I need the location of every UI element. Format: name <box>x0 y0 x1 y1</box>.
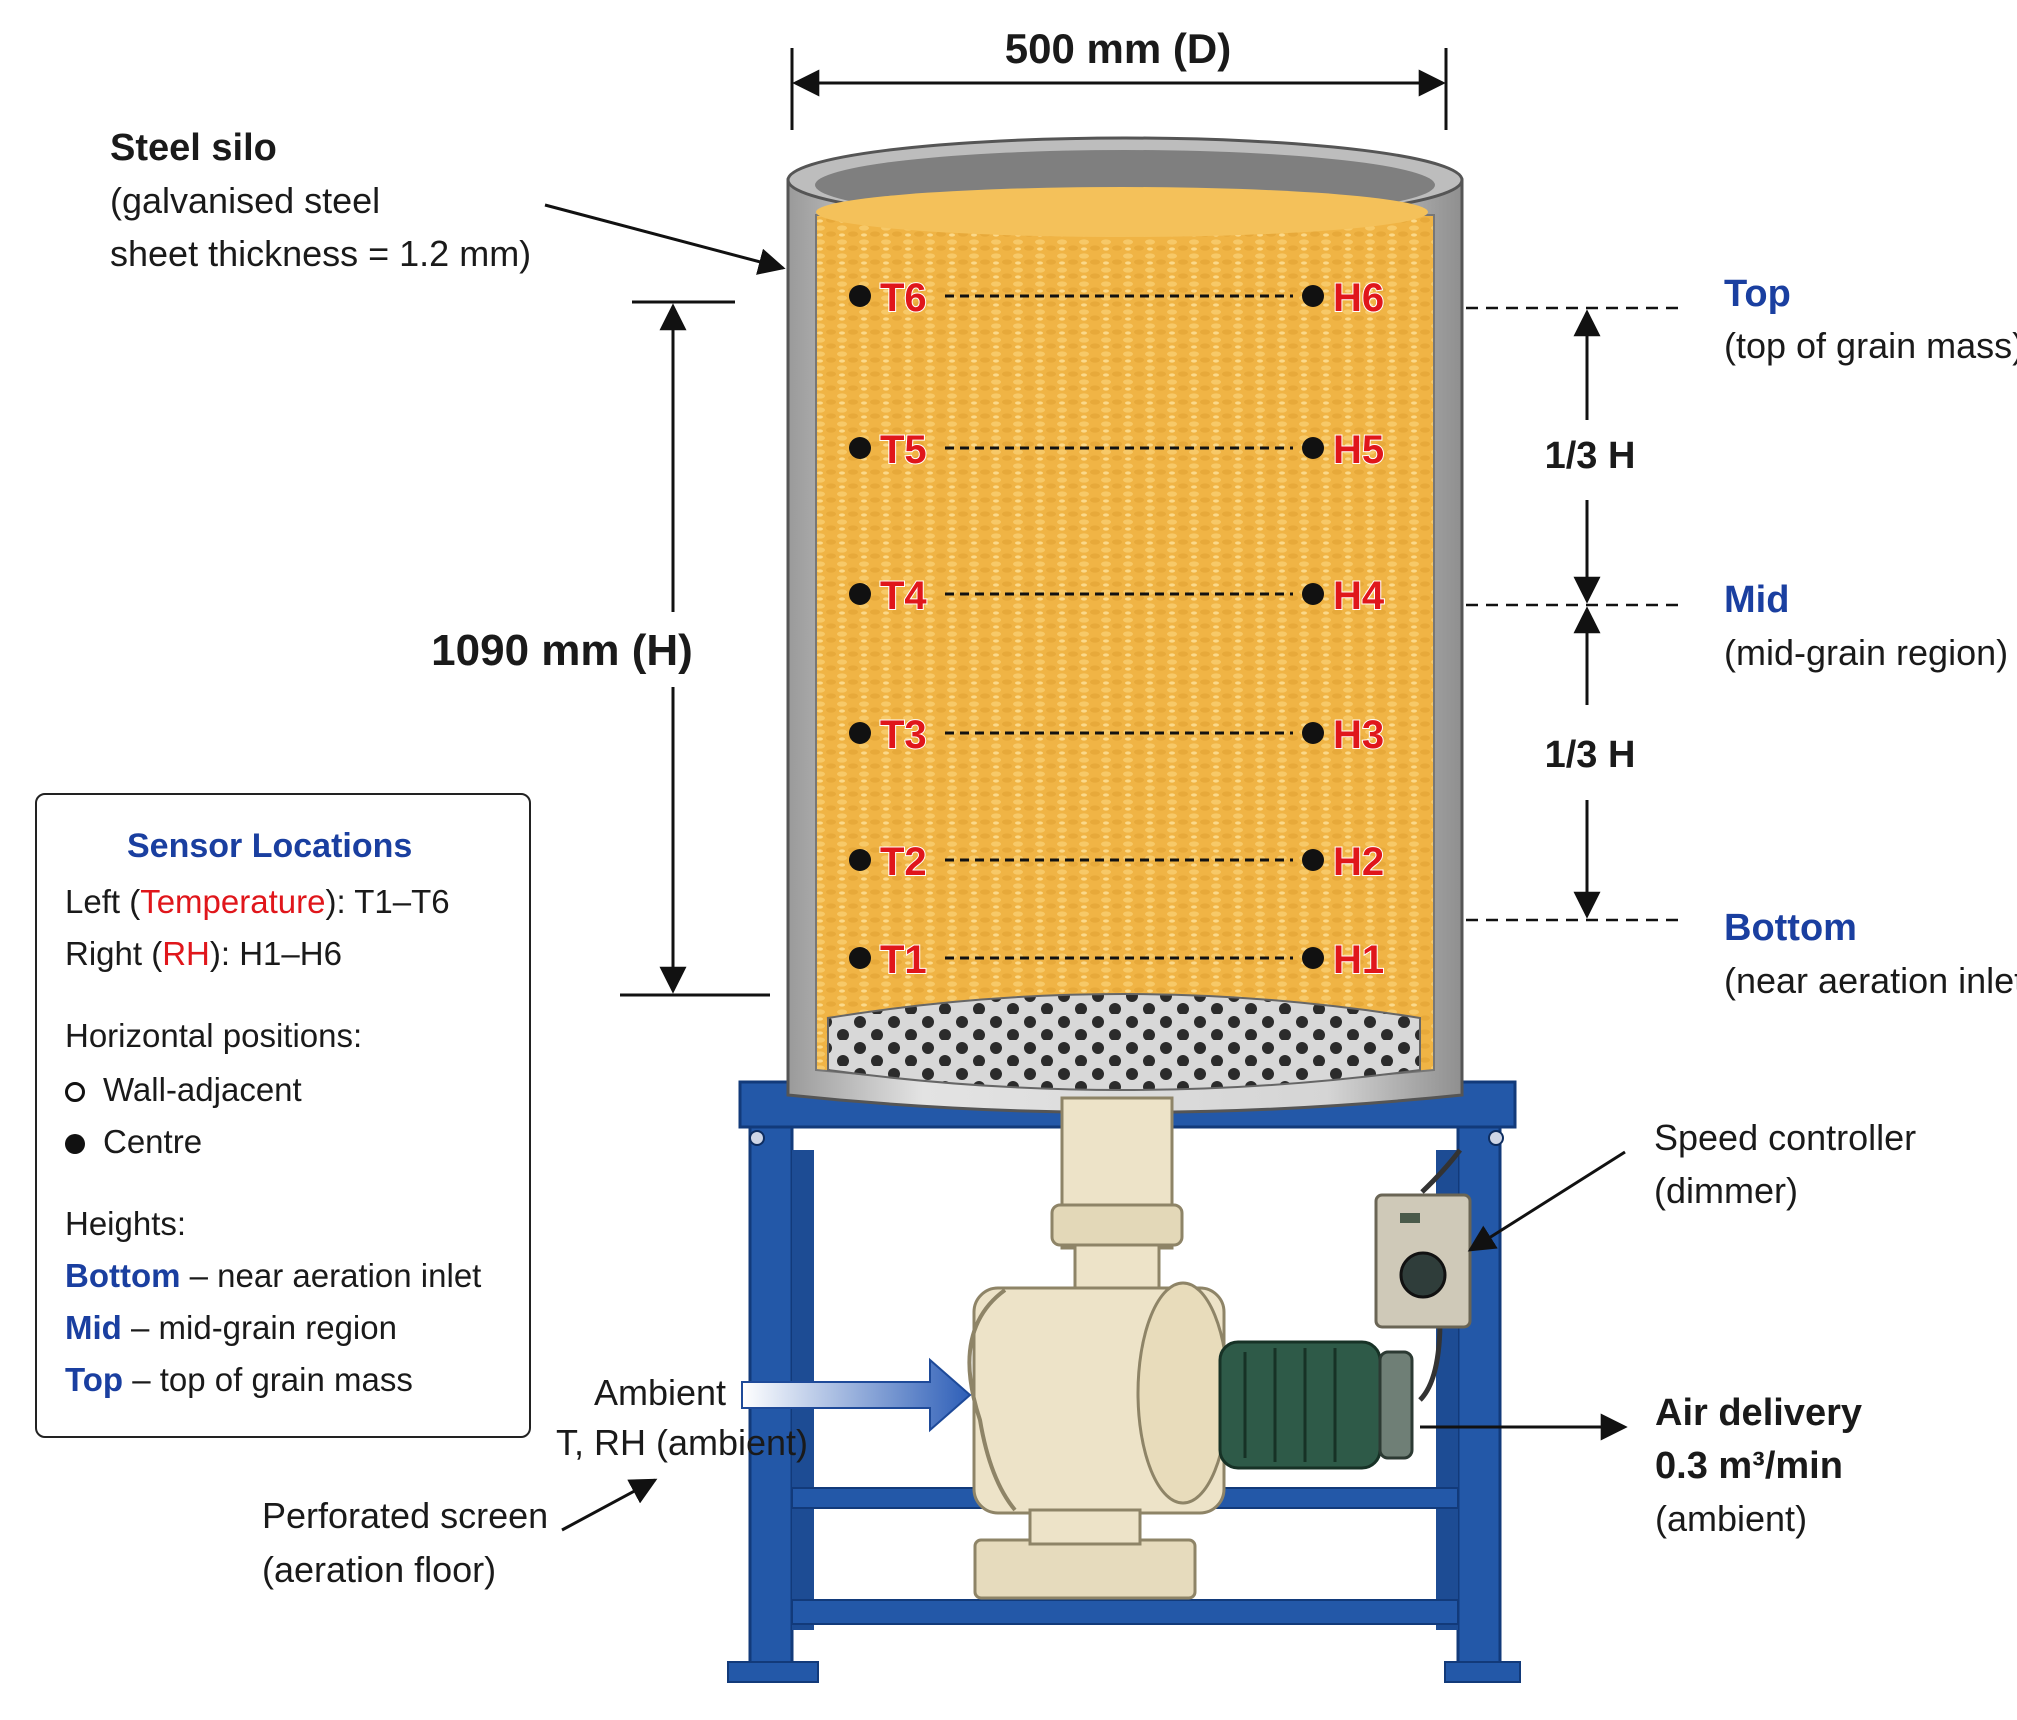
legend-left-prefix: Left ( <box>65 883 141 920</box>
silo-desc-line1: (galvanised steel <box>110 180 380 221</box>
humidity-sensor-label: H6 <box>1333 276 1384 320</box>
legend-centre-row: Centre <box>65 1123 202 1161</box>
temperature-sensor-dot <box>849 583 871 605</box>
controller-line1: Speed controller <box>1654 1117 1916 1158</box>
legend-wall-row: Wall-adjacent <box>65 1071 302 1109</box>
controller-line2: (dimmer) <box>1654 1170 1798 1211</box>
third-height-lower-label: 1/3 H <box>1545 734 1636 776</box>
legend-right-prefix: Right ( <box>65 935 163 972</box>
legend-bottom-row: Bottom – near aeration inlet <box>65 1257 481 1295</box>
legend-horizontal-title: Horizontal positions: <box>65 1017 363 1054</box>
height-label: 1090 mm (H) <box>431 626 693 675</box>
support-frame <box>727 1080 1521 1683</box>
sensor-row: T3 H3 <box>849 712 1385 758</box>
legend-wall-text: Wall-adjacent <box>103 1071 302 1108</box>
legend-heights-title: Heights: <box>65 1205 187 1242</box>
legend-right-suffix: ): H1–H6 <box>209 935 342 972</box>
temperature-sensor-label: T4 <box>880 574 927 618</box>
level-top-label: Top <box>1724 273 1791 315</box>
humidity-sensor-label: H1 <box>1333 938 1384 982</box>
controller-callout-arrow <box>1467 1150 1626 1252</box>
ambient-air-arrow <box>741 1357 972 1433</box>
temperature-sensor-dot <box>849 947 871 969</box>
legend-top-desc: – top of grain mass <box>123 1361 413 1398</box>
legend-mid-word: Mid <box>65 1309 122 1346</box>
sensor-row: T2 H2 <box>849 839 1385 885</box>
humidity-sensor-label: H3 <box>1333 713 1384 757</box>
sensor-row: T1 H1 <box>849 937 1385 983</box>
legend-mid-row: Mid – mid-grain region <box>65 1309 397 1347</box>
humidity-sensor-label: H2 <box>1333 840 1384 884</box>
legend-left-suffix: ): T1–T6 <box>325 883 450 920</box>
legend-title: Sensor Locations <box>127 827 413 865</box>
filled-circle-icon <box>65 1134 85 1155</box>
legend-top-word: Top <box>65 1361 124 1398</box>
level-mid-desc: (mid-grain region) <box>1724 632 2008 673</box>
legend-bottom-desc: – near aeration inlet <box>180 1257 482 1294</box>
motor <box>1218 1340 1414 1470</box>
level-dimensions: 1/3 H 1/3 H <box>1466 306 1685 922</box>
screen-callout-arrow <box>561 1478 658 1532</box>
silo-title: Steel silo <box>110 127 277 169</box>
level-bottom-label: Bottom <box>1724 907 1857 949</box>
humidity-sensor-dot <box>1302 583 1324 605</box>
legend-right-row: Right (RH): H1–H6 <box>65 935 342 973</box>
temperature-sensor-dot <box>849 722 871 744</box>
silo-desc-line2: sheet thickness = 1.2 mm) <box>110 233 531 274</box>
temperature-sensor-label: T5 <box>880 428 927 472</box>
sensor-legend: Sensor Locations Left (Temperature): T1–… <box>35 793 531 1438</box>
humidity-sensor-label: H4 <box>1333 574 1385 618</box>
temperature-sensor-dot <box>849 437 871 459</box>
legend-left-row: Left (Temperature): T1–T6 <box>65 883 450 921</box>
third-height-upper-label: 1/3 H <box>1545 435 1636 477</box>
humidity-sensor-dot <box>1302 437 1324 459</box>
air-delivery-line2: 0.3 m³/min <box>1655 1445 1843 1487</box>
temperature-sensor-dot <box>849 849 871 871</box>
level-mid-label: Mid <box>1724 579 1789 621</box>
screen-line1: Perforated screen <box>262 1495 548 1536</box>
height-dimension: 1090 mm (H) <box>430 300 770 997</box>
sensor-row: T5 H5 <box>849 427 1385 473</box>
steel-silo <box>786 136 1464 1114</box>
level-bottom-desc: (near aeration inlet) <box>1724 960 2017 1001</box>
temperature-sensor-label: T1 <box>880 938 927 982</box>
silo-callout-arrow <box>544 203 786 275</box>
ambient-line1: Ambient <box>594 1372 726 1413</box>
diameter-dimension: 500 mm (D) <box>790 25 1448 130</box>
perforated-screen <box>827 993 1421 1091</box>
speed-controller <box>1374 1148 1472 1402</box>
legend-bottom-word: Bottom <box>65 1257 181 1294</box>
sensor-row: T4 H4 <box>849 573 1386 619</box>
legend-rh-word: RH <box>162 935 210 972</box>
temperature-sensor-dot <box>849 285 871 307</box>
air-delivery-line1: Air delivery <box>1655 1392 1862 1434</box>
air-delivery-line3: (ambient) <box>1655 1498 1807 1539</box>
blower-fan <box>967 1096 1230 1600</box>
open-circle-icon <box>65 1082 85 1103</box>
diameter-label: 500 mm (D) <box>1005 25 1231 72</box>
temperature-sensor-label: T2 <box>880 840 927 884</box>
humidity-sensor-dot <box>1302 722 1324 744</box>
legend-centre-text: Centre <box>103 1123 203 1160</box>
legend-temperature-word: Temperature <box>140 883 326 920</box>
legend-mid-desc: – mid-grain region <box>121 1309 397 1346</box>
humidity-sensor-dot <box>1302 285 1324 307</box>
legend-top-row: Top – top of grain mass <box>65 1361 413 1399</box>
screen-line2: (aeration floor) <box>262 1549 496 1590</box>
temperature-sensor-label: T3 <box>880 713 927 757</box>
humidity-sensor-label: H5 <box>1333 428 1384 472</box>
ambient-line2: T, RH (ambient) <box>556 1422 808 1463</box>
humidity-sensor-dot <box>1302 947 1324 969</box>
temperature-sensor-label: T6 <box>880 276 927 320</box>
humidity-sensor-dot <box>1302 849 1324 871</box>
level-top-desc: (top of grain mass) <box>1724 325 2017 366</box>
sensor-row: T6 H6 <box>849 275 1385 321</box>
